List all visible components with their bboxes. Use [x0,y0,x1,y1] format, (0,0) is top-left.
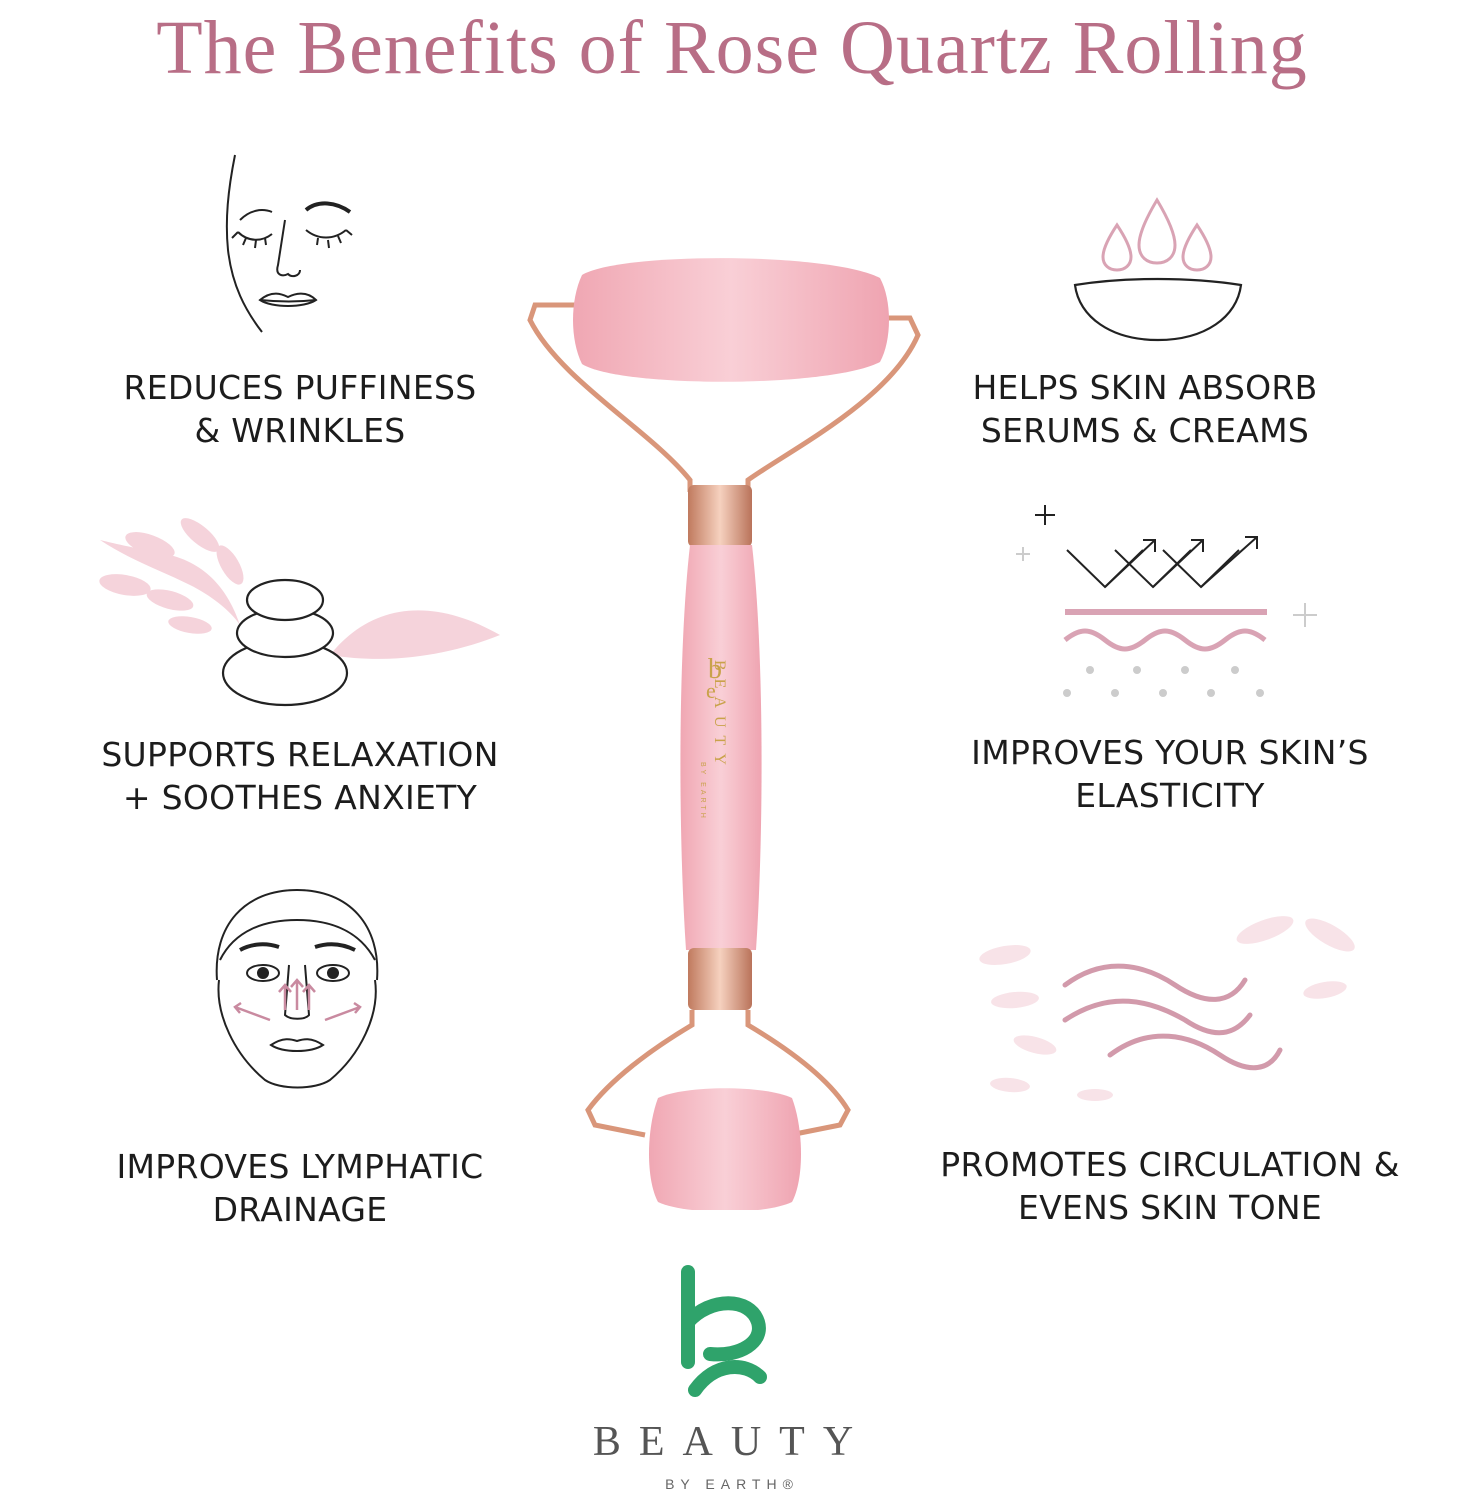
page-title: The Benefits of Rose Quartz Rolling [156,6,1308,90]
benefit-elasticity-line1: IMPROVES YOUR SKIN’S [971,733,1369,772]
benefit-circulation-line2: EVENS SKIN TONE [1017,1188,1323,1227]
skin-layers-icon [1016,505,1317,697]
stacked-stones-icon [99,518,500,707]
handle-sub-text: BY EARTH [694,762,706,842]
benefit-absorb: HELPS SKIN ABSORB SERUMS & CREAMS [935,366,1355,452]
benefit-lymphatic-line2: DRAINAGE [212,1190,388,1229]
benefit-circulation: PROMOTES CIRCULATION & EVENS SKIN TONE [910,1143,1430,1229]
sleeping-face-icon [225,154,353,333]
benefit-puffiness: REDUCES PUFFINESS & WRINKLES [80,366,520,452]
benefit-elasticity-line2: ELASTICITY [1075,776,1265,815]
benefit-relaxation: SUPPORTS RELAXATION + SOOTHES ANXIETY [60,733,540,819]
face-drainage-icon [215,888,379,1089]
rose-quartz-roller: b e [527,258,921,1210]
brand-logo-icon [681,1265,767,1397]
benefit-absorb-line1: HELPS SKIN ABSORB [972,368,1318,407]
waves-icon [979,916,1355,1101]
handle-brand-text: BEAUTY [708,660,728,860]
brand-name: BEAUTY [592,1419,872,1465]
benefit-elasticity: IMPROVES YOUR SKIN’S ELASTICITY [935,731,1405,817]
benefit-relaxation-line1: SUPPORTS RELAXATION [101,735,499,774]
svg-text:e: e [706,678,716,703]
benefit-lymphatic: IMPROVES LYMPHATIC DRAINAGE [60,1145,540,1231]
benefit-puffiness-line1: REDUCES PUFFINESS [123,368,477,407]
benefit-absorb-line2: SERUMS & CREAMS [980,411,1310,450]
benefit-puffiness-line2: & WRINKLES [194,411,406,450]
brand-sub: BY EARTH® [665,1476,799,1492]
benefit-circulation-line1: PROMOTES CIRCULATION & [940,1145,1400,1184]
handle-brand-name: BEAUTY [711,660,728,773]
droplets-bowl-icon [1073,197,1243,342]
handle-brand-sub: BY EARTH [699,762,706,821]
benefit-relaxation-line2: + SOOTHES ANXIETY [122,778,478,817]
benefit-lymphatic-line1: IMPROVES LYMPHATIC [116,1147,484,1186]
svg-text:b: b [708,654,722,685]
